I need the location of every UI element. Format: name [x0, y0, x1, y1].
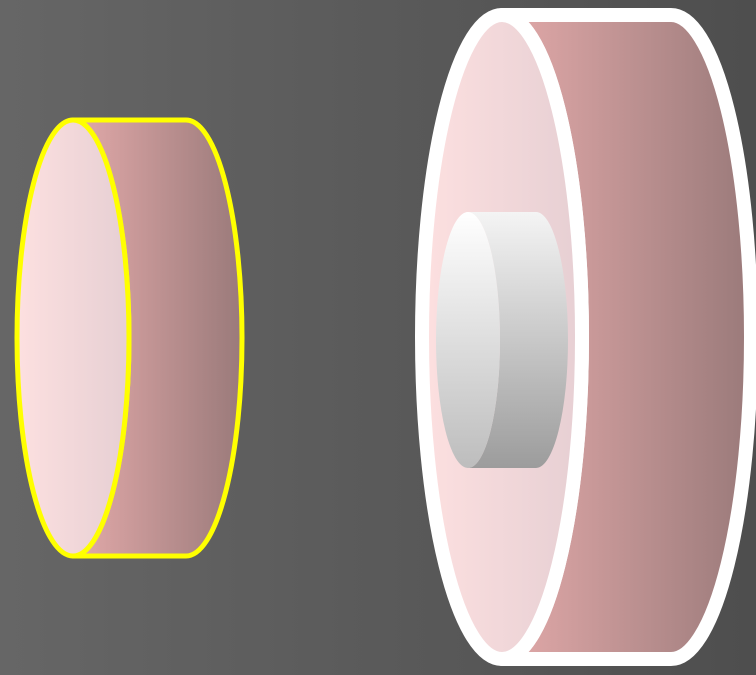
- inner-disc: [436, 212, 568, 468]
- inner-disc-face: [436, 212, 500, 468]
- small-disc-face: [17, 120, 129, 556]
- small-disc: [17, 120, 242, 556]
